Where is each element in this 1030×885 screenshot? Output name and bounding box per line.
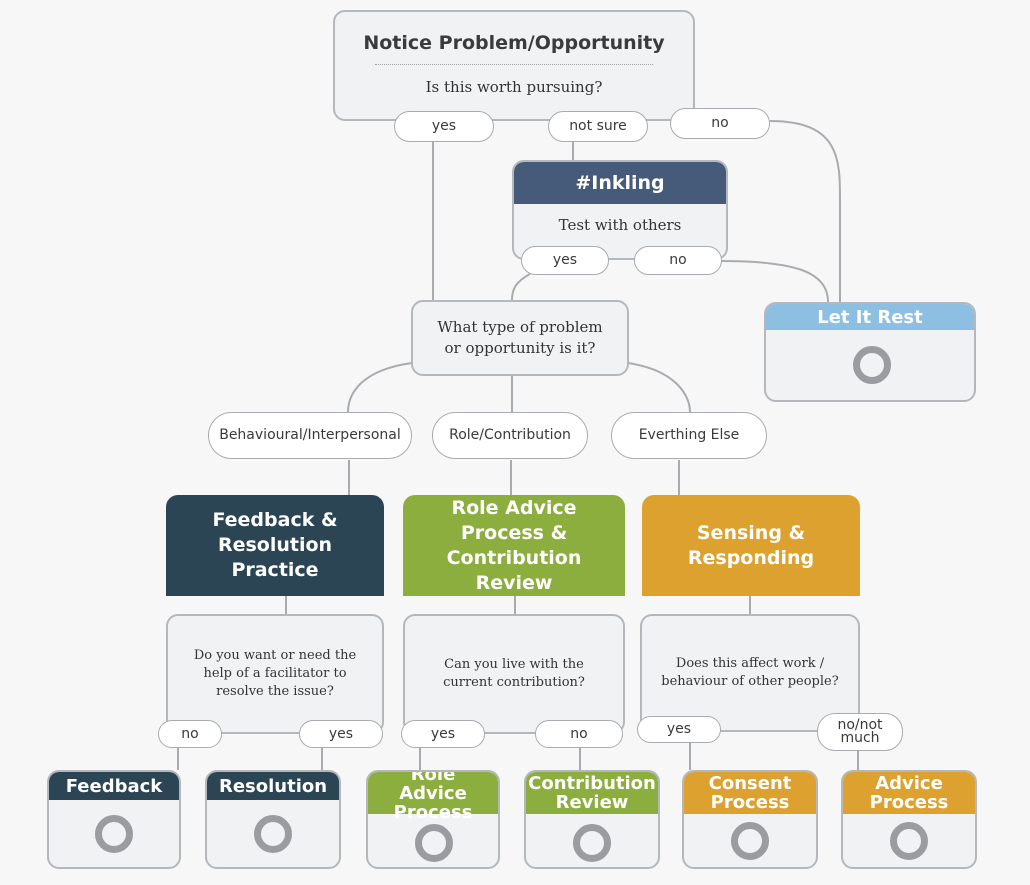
outcome-consent-process-title: Consent Process [684, 772, 816, 814]
inkling-box: #Inkling Test with others [512, 160, 728, 260]
root-option-not-sure[interactable]: not sure [548, 111, 648, 142]
category-else[interactable]: Everthing Else [611, 412, 767, 459]
category-role[interactable]: Role/Contribution [432, 412, 588, 459]
root-title: Notice Problem/Opportunity [363, 32, 665, 54]
outcome-advice-process-status-icon [890, 822, 928, 860]
outcome-contribution-review: Contribution Review [524, 770, 660, 869]
outcome-role-advice-process-title: Role Advice Process [368, 772, 498, 822]
outcome-role-advice-process-status-icon [415, 824, 453, 862]
outcome-advice-process-title: Advice Process [843, 772, 975, 814]
outcome-contribution-review-title: Contribution Review [526, 772, 658, 814]
outcome-contribution-review-status-icon [573, 824, 611, 862]
outcome-resolution-status-icon [254, 815, 292, 853]
root-question: Is this worth pursuing? [425, 78, 603, 96]
live-with-question-box: Can you live with the current contributi… [403, 614, 625, 734]
outcome-consent-process-status-icon [731, 822, 769, 860]
live-with-option-no[interactable]: no [535, 720, 623, 748]
let-it-rest-title: Let It Rest [766, 304, 974, 330]
let-it-rest-box: Let It Rest [764, 302, 976, 402]
category-behavioural[interactable]: Behavioural/Interpersonal [208, 412, 412, 459]
outcome-consent-process: Consent Process [682, 770, 818, 869]
affect-question-box: Does this affect work / behaviour of oth… [640, 614, 860, 732]
outcome-resolution-title: Resolution [207, 772, 339, 800]
facilitator-question-text: Do you want or need the help of a facili… [193, 648, 357, 699]
root-option-yes[interactable]: yes [394, 111, 494, 142]
notice-problem-box: Notice Problem/Opportunity Is this worth… [333, 10, 695, 121]
affect-question-text: Does this affect work / behaviour of oth… [661, 656, 839, 689]
facilitator-question-box: Do you want or need the help of a facili… [166, 614, 384, 734]
inkling-option-no[interactable]: no [634, 246, 722, 275]
root-option-no[interactable]: no [670, 108, 770, 139]
practice-feedback-resolution: Feedback & Resolution Practice [166, 495, 384, 596]
outcome-advice-process: Advice Process [841, 770, 977, 869]
outcome-resolution: Resolution [205, 770, 341, 869]
outcome-role-advice-process: Role Advice Process [366, 770, 500, 869]
root-divider [375, 64, 653, 65]
practice-sensing: Sensing & Responding [642, 495, 860, 596]
live-with-option-yes[interactable]: yes [401, 720, 485, 748]
affect-option-yes[interactable]: yes [637, 716, 721, 743]
facilitator-option-yes[interactable]: yes [299, 720, 383, 748]
affect-option-no-not-much[interactable]: no/not much [817, 713, 903, 751]
inkling-option-yes[interactable]: yes [521, 246, 609, 275]
outcome-feedback-status-icon [95, 815, 133, 853]
type-question-text: What type of problem or opportunity is i… [437, 318, 603, 357]
outcome-feedback: Feedback [47, 770, 181, 869]
let-it-rest-status-icon [853, 346, 891, 384]
inkling-subtitle: Test with others [558, 216, 682, 234]
practice-role-advice: Role Advice Process & Contribution Revie… [403, 495, 625, 596]
inkling-title: #Inkling [514, 162, 726, 204]
facilitator-option-no[interactable]: no [158, 720, 222, 748]
outcome-feedback-title: Feedback [49, 772, 179, 800]
live-with-question-text: Can you live with the current contributi… [443, 657, 585, 690]
type-question-box: What type of problem or opportunity is i… [411, 300, 629, 376]
